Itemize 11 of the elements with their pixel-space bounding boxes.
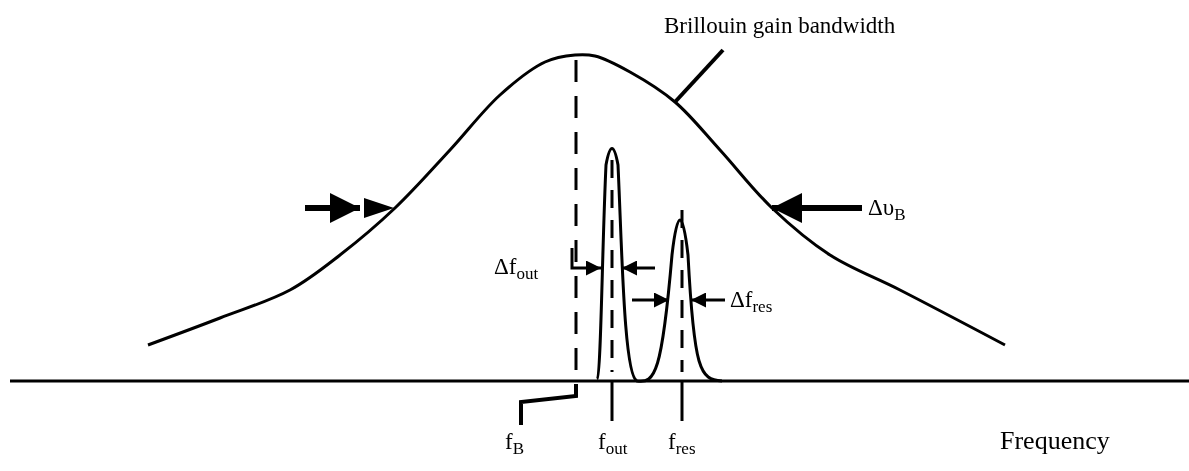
linewidth-label: Δf$_{res}$ [730, 288, 773, 315]
frequency-label: f$_{res}$ [668, 430, 696, 457]
bandwidth-label: Δυ$_{B}$ [868, 196, 906, 223]
frequency-label: f$_{out}$ [598, 430, 628, 457]
gain-curve [147, 53, 1006, 347]
leader-line [519, 384, 578, 425]
linewidth-label: Δf$_{out}$ [494, 255, 539, 282]
leader-line [673, 48, 725, 104]
axis-label: Frequency [1000, 428, 1110, 454]
frequency-label: f$_{B}$ [505, 430, 524, 457]
curve-label: Brillouin gain bandwidth [664, 14, 896, 37]
